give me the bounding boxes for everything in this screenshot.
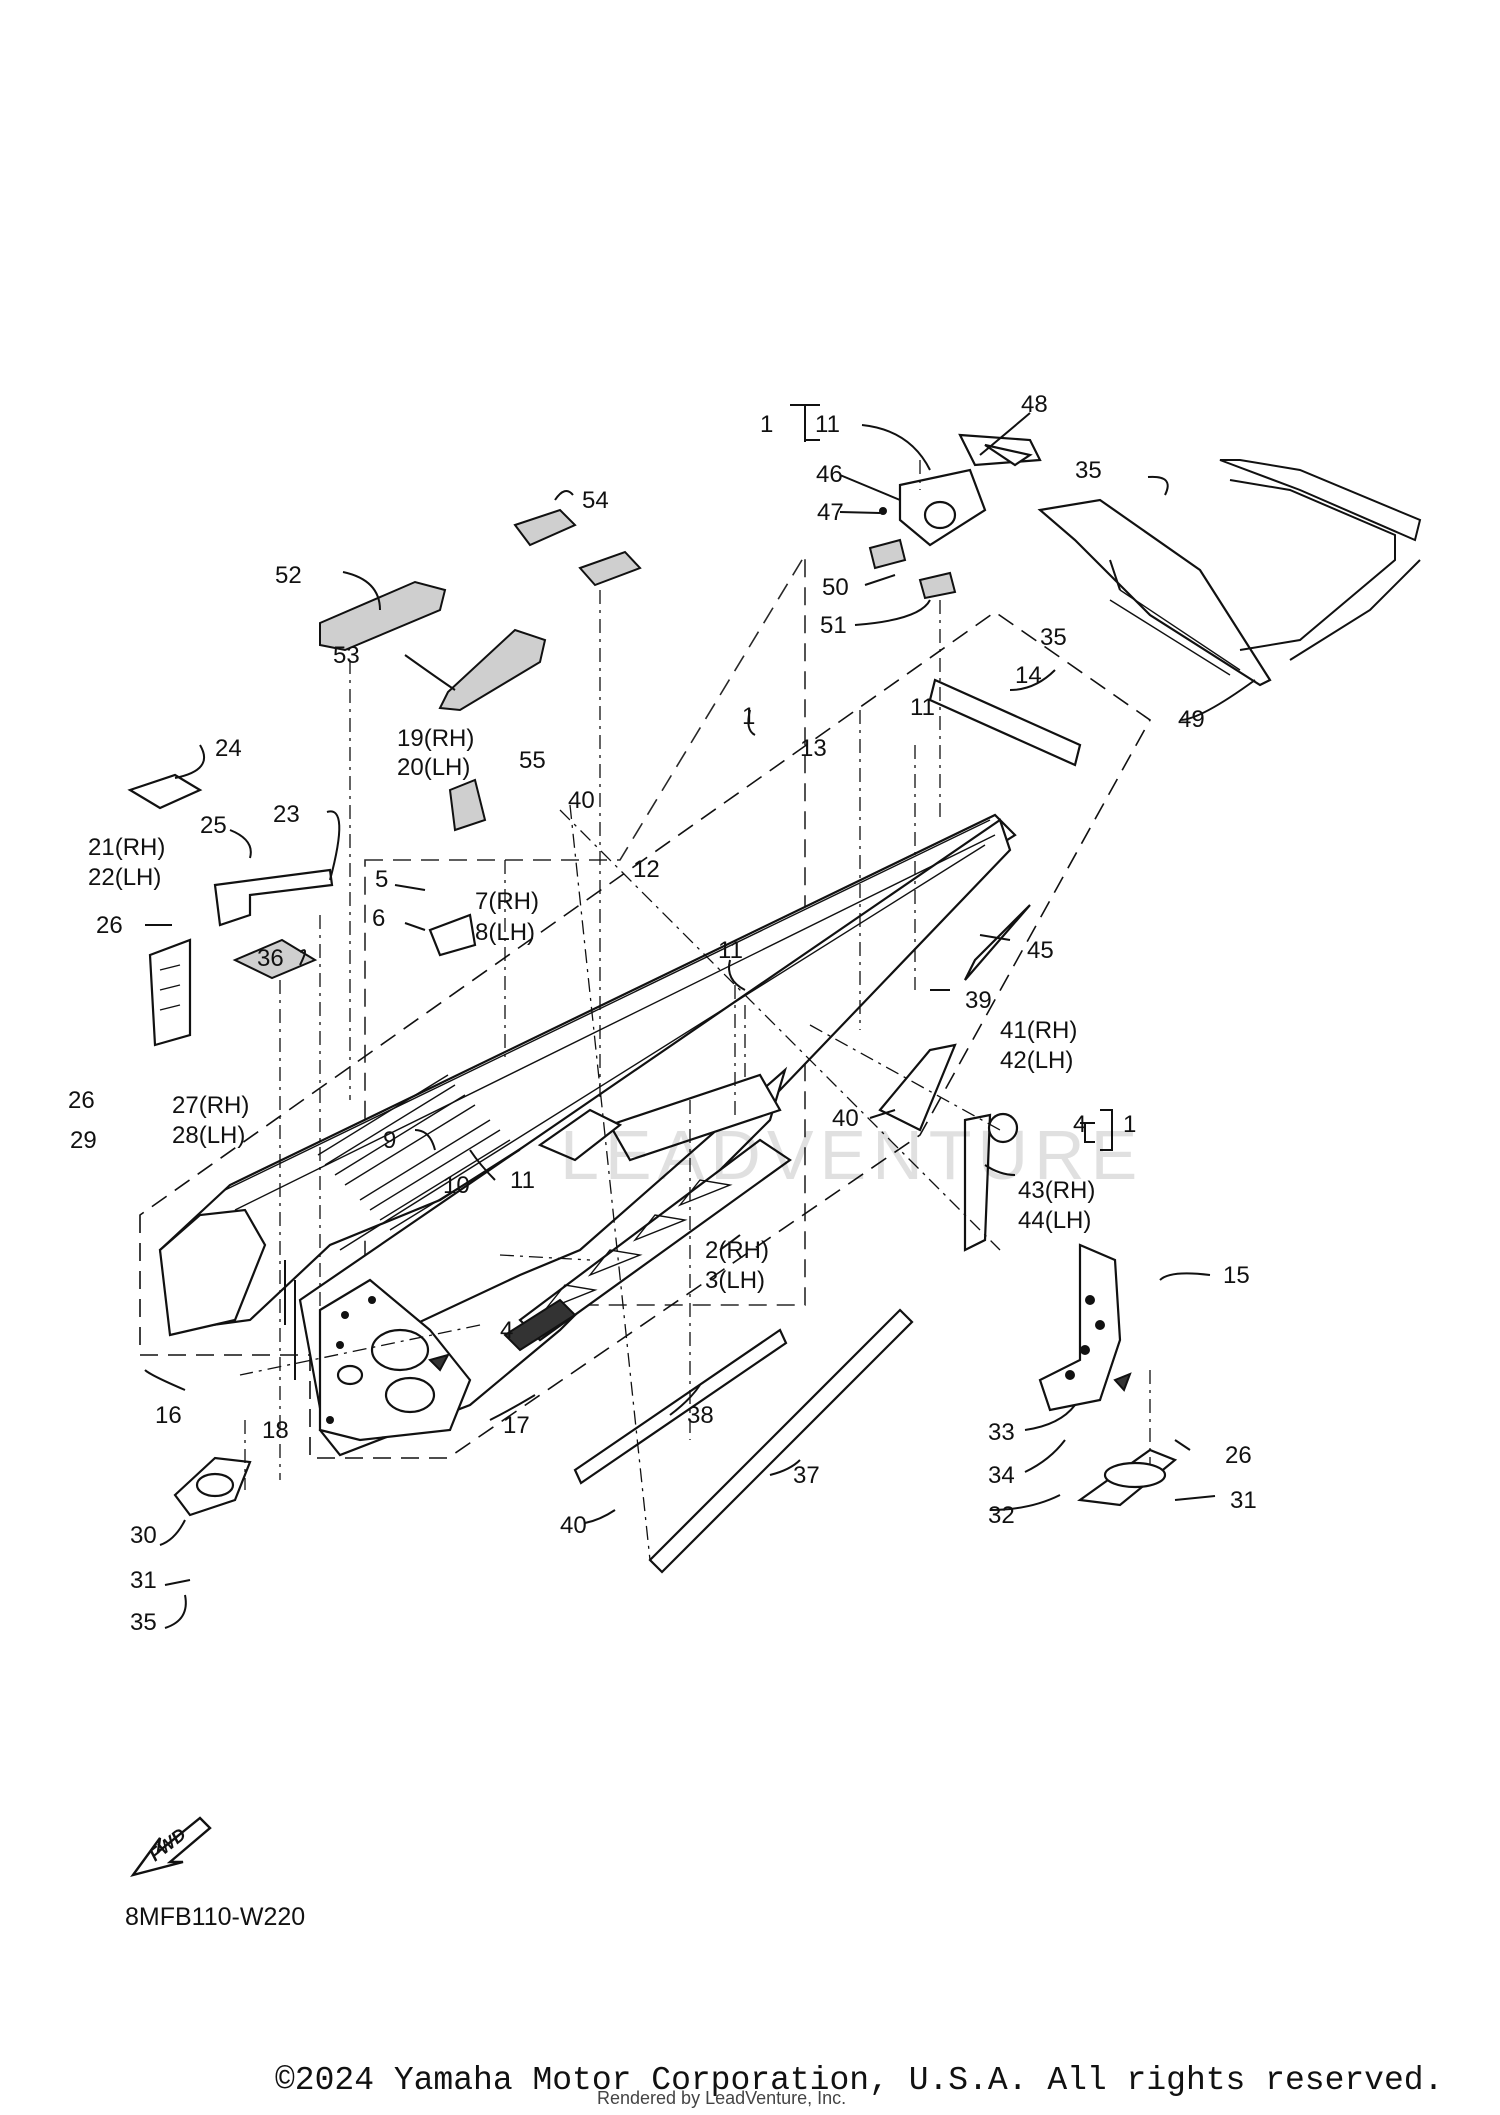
callout-21: 21(RH) (88, 834, 165, 861)
callout-38: 38 (687, 1402, 714, 1429)
part-43-chain (963, 1113, 992, 1252)
callout-26-c: 26 (1225, 1442, 1252, 1469)
callout-16: 16 (155, 1402, 182, 1429)
footrest-pads (232, 508, 642, 980)
callout-11-b: 11 (718, 937, 743, 964)
callout-29: 29 (70, 1127, 97, 1154)
callout-32: 32 (988, 1502, 1015, 1529)
callout-1-top: 1 (760, 411, 773, 438)
callout-49: 49 (1178, 706, 1205, 733)
callout-37: 37 (793, 1462, 820, 1489)
callout-53: 53 (333, 642, 360, 669)
callout-43: 43(RH) (1018, 1177, 1095, 1204)
callout-11-top: 11 (815, 411, 840, 438)
callout-14: 14 (1015, 662, 1042, 689)
projection-lines (239, 460, 1151, 1561)
callout-10: 10 (443, 1172, 470, 1199)
callout-31-a: 31 (1230, 1487, 1257, 1514)
callout-25: 25 (200, 812, 227, 839)
part-27-bracket (148, 938, 192, 1047)
callout-26-b: 26 (68, 1087, 95, 1114)
callout-8: 8(LH) (475, 919, 535, 946)
copyright-notice: ©2024 Yamaha Motor Corporation, U.S.A. A… (275, 2062, 1444, 2099)
callout-42: 42(LH) (1000, 1047, 1073, 1074)
callout-44: 44(LH) (1018, 1207, 1091, 1234)
callout-36: 36 (257, 945, 284, 972)
callout-54: 54 (582, 487, 609, 514)
running-board-truss (503, 1138, 792, 1352)
callout-17: 17 (503, 1412, 530, 1439)
callout-41: 41(RH) (1000, 1017, 1077, 1044)
tunnel-vents (317, 1074, 521, 1231)
tunnel-frame (158, 813, 1132, 1457)
bracket-right (1100, 1109, 1113, 1151)
callout-labels: 1 11 48 35 46 47 54 50 52 51 35 53 14 49… (68, 391, 1257, 1636)
callout-39: 39 (965, 987, 992, 1014)
callout-1-frame: 1 (742, 703, 755, 730)
callout-15: 15 (1223, 1262, 1250, 1289)
callout-52: 52 (275, 562, 302, 589)
callout-11-a: 11 (910, 694, 935, 721)
callout-40-c: 40 (560, 1512, 587, 1539)
part-15-plate (1038, 1243, 1122, 1412)
callout-35-bot: 35 (130, 1609, 157, 1636)
callout-27: 27(RH) (172, 1092, 249, 1119)
part-7-hinge (428, 913, 477, 957)
callout-50: 50 (822, 574, 849, 601)
part-37-rod (648, 1308, 914, 1574)
callout-13: 13 (800, 735, 827, 762)
watermark: LEADVENTURE (560, 1116, 1144, 1194)
rear-taillight-cluster (868, 433, 1042, 600)
callout-2: 2(RH) (705, 1237, 769, 1264)
callout-7: 7(RH) (475, 888, 539, 915)
callout-28: 28(LH) (172, 1122, 245, 1149)
callout-30: 30 (130, 1522, 157, 1549)
callout-9: 9 (383, 1127, 396, 1154)
callout-40-a: 40 (568, 787, 595, 814)
callout-31-b: 31 (130, 1567, 157, 1594)
callout-24: 24 (215, 735, 242, 762)
callout-19: 19(RH) (397, 725, 474, 752)
callout-4-left: 4 (500, 1317, 513, 1344)
callout-3: 3(LH) (705, 1267, 765, 1294)
part-36-pad (232, 938, 318, 980)
part-19-scoop (448, 778, 487, 832)
callout-47: 47 (817, 499, 844, 526)
callout-20: 20(LH) (397, 754, 470, 781)
callout-5: 5 (375, 866, 388, 893)
callout-46: 46 (816, 461, 843, 488)
callout-35-top: 35 (1075, 457, 1102, 484)
callout-1-right: 1 (1123, 1111, 1136, 1138)
callout-11-c: 11 (510, 1167, 535, 1194)
fwd-arrow-icon: FWD (130, 1816, 212, 1878)
rear-bumper (1037, 459, 1422, 687)
callout-33: 33 (988, 1419, 1015, 1446)
callout-23: 23 (273, 801, 300, 828)
part-41-bracket (878, 1043, 957, 1132)
callout-12: 12 (633, 856, 660, 883)
callout-26-a: 26 (96, 912, 123, 939)
frame-assembly-box (139, 611, 1152, 1459)
callout-34: 34 (988, 1462, 1015, 1489)
leader-lines (144, 404, 1256, 1629)
part-14-bracket (928, 678, 1082, 767)
callout-22: 22(LH) (88, 864, 161, 891)
callout-40-b: 40 (832, 1105, 859, 1132)
part-21-rail (213, 868, 334, 927)
callout-48: 48 (1021, 391, 1048, 418)
upper-rail (608, 1073, 782, 1162)
part-45-flap (964, 904, 1031, 981)
part-24-cover (127, 773, 203, 810)
callout-6: 6 (372, 905, 385, 932)
callout-45: 45 (1027, 937, 1054, 964)
callout-4-right: 4 (1073, 1111, 1086, 1138)
rendered-by-notice: Rendered by LeadVenture, Inc. (597, 2088, 847, 2108)
drawing-code: 8MFB110-W220 (125, 1903, 306, 1931)
front-left-wall (158, 1208, 267, 1337)
callout-51: 51 (820, 612, 847, 639)
callout-55: 55 (519, 747, 546, 774)
callout-18: 18 (262, 1417, 289, 1444)
callout-35-mid: 35 (1040, 624, 1067, 651)
